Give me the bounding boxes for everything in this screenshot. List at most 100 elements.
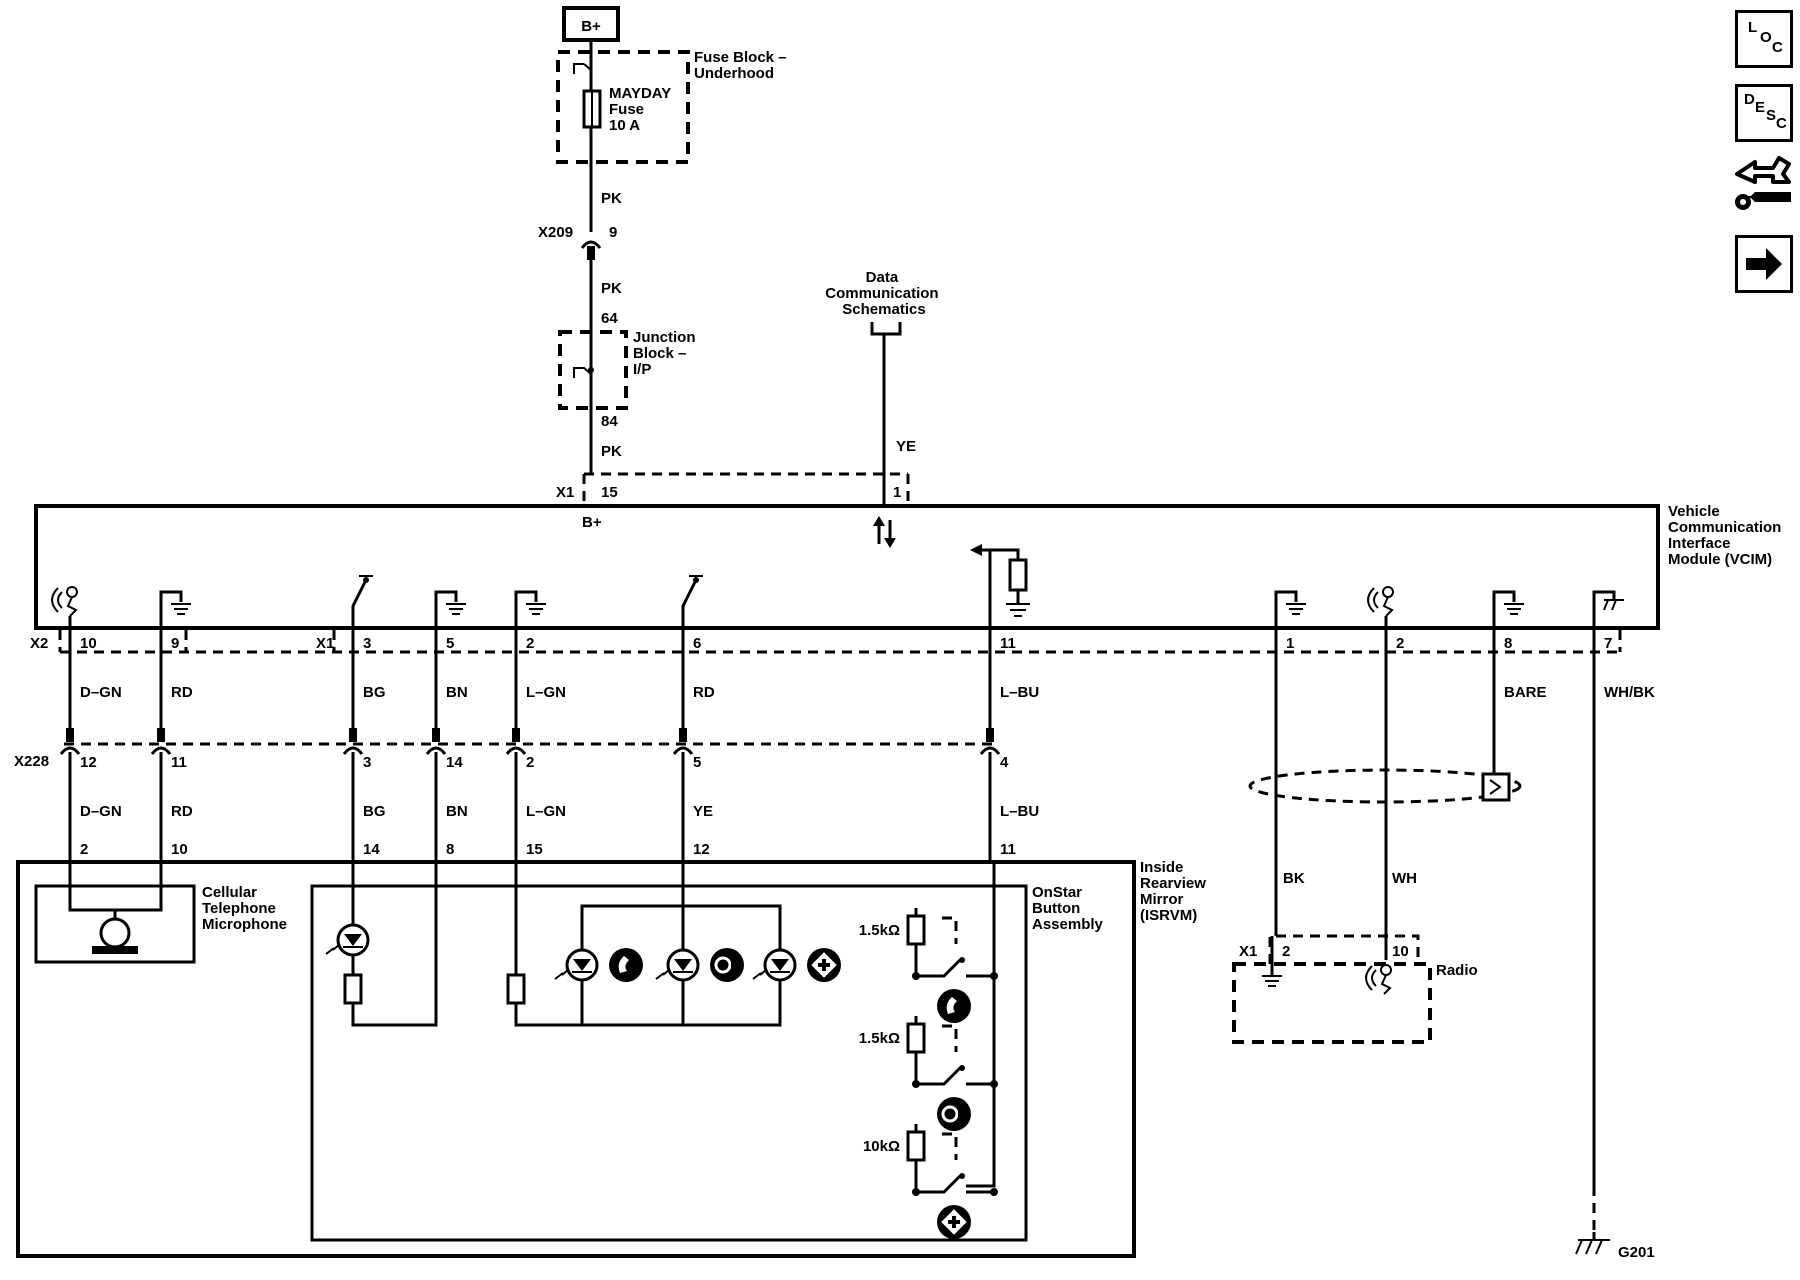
isrvm-label: Inside Rearview Mirror (ISRVM): [1140, 859, 1210, 924]
data-communication-label: Data Communication Schematics: [825, 269, 943, 318]
resistor-value-label: 1.5kΩ: [859, 1030, 900, 1047]
onstar-button-icon: [710, 948, 744, 982]
chassis-ground-icon: [1575, 1239, 1610, 1255]
pin-label: 10: [171, 841, 188, 858]
pin-label: 2: [526, 754, 534, 771]
wire-color-pk: PK: [601, 280, 622, 297]
description-button[interactable]: D E S C: [1735, 84, 1793, 142]
wire-color-label: WH/BK: [1604, 684, 1655, 701]
loc-letter-c: C: [1772, 39, 1783, 56]
phone-button-icon: [609, 948, 643, 982]
wire-color-label: D–GN: [80, 684, 122, 701]
pin-label: 10: [80, 635, 97, 652]
wire-color-pk: PK: [601, 443, 622, 460]
ground-icon: [526, 603, 546, 615]
pin-label: 2: [1396, 635, 1404, 652]
junction-block-label: Junction Block – I/P: [633, 329, 700, 378]
connector-x1-label: X1: [556, 484, 574, 501]
pin-label: 15: [526, 841, 543, 858]
resistor-value-label: 1.5kΩ: [859, 922, 900, 939]
pin-label: 2: [526, 635, 534, 652]
onstar-button-icon: [937, 1097, 971, 1131]
pin-label: 2: [80, 841, 88, 858]
next-page-button[interactable]: [1735, 235, 1793, 293]
wire-color-label: BG: [363, 684, 386, 701]
wire-color-label: L–BU: [1000, 803, 1039, 820]
wire-color-label: BG: [363, 803, 386, 820]
resistor: [906, 1130, 926, 1162]
pin-label: 9: [171, 635, 179, 652]
connector-socket: [505, 746, 527, 755]
microphone-label: Cellular Telephone Microphone: [202, 884, 287, 933]
wrench-arrows-icon: [1735, 156, 1791, 210]
connector-pin: [432, 728, 440, 742]
onstar-button-assembly: [310, 884, 1028, 1242]
connector-pin: [349, 728, 357, 742]
chassis-ground-icon: [1603, 599, 1624, 611]
led-icon: [325, 923, 370, 957]
phone-button-icon: [937, 989, 971, 1023]
wire-color-label: BARE: [1504, 684, 1547, 701]
desc-letter-d: D: [1744, 91, 1755, 108]
connector-x209-label: X209: [538, 224, 573, 241]
resistor: [906, 914, 926, 946]
wire-color-label: RD: [171, 803, 193, 820]
wire-color-label: YE: [693, 803, 713, 820]
pin-label: 10: [1392, 943, 1409, 960]
connector-pin: [157, 728, 165, 742]
connector-socket: [979, 746, 1001, 755]
pullup-arrow-icon: [970, 544, 982, 556]
pin-label: 11: [1000, 635, 1016, 652]
connector-socket: [59, 746, 81, 755]
pin-label: 14: [363, 841, 380, 858]
repair-tools-button[interactable]: [1733, 152, 1795, 218]
location-button[interactable]: L O C: [1735, 10, 1793, 68]
pin-label: 7: [1604, 635, 1612, 652]
vcim-module: [34, 504, 1660, 630]
desc-letter-s: S: [1766, 107, 1777, 124]
pin-label: 11: [1000, 841, 1016, 858]
radio-label: Radio: [1436, 962, 1478, 979]
wire-run: 1: [1274, 628, 1294, 936]
wire-color-label: RD: [693, 684, 715, 701]
emergency-button-icon: [807, 948, 841, 982]
ground-icon: [1286, 603, 1306, 615]
fuse-block-underhood: [556, 50, 690, 164]
connector-x1-bottom-label: X1: [316, 635, 334, 652]
onstar-label: OnStar Button Assembly: [1032, 884, 1104, 933]
pin-label: 64: [601, 310, 618, 327]
pin-label: 3: [363, 635, 371, 652]
button-switch: 10kΩ: [863, 1124, 998, 1239]
pin-label: 11: [171, 754, 187, 771]
data-bus-arrows-icon: [873, 516, 896, 548]
audio-signal-icon: [1367, 586, 1394, 617]
shielded-twisted-pair: [1248, 768, 1522, 804]
emergency-button-icon: [937, 1205, 971, 1239]
pin-label: 12: [80, 754, 97, 771]
pin-label: 12: [693, 841, 710, 858]
pin-label: 4: [1000, 754, 1009, 771]
cellular-microphone: [34, 884, 196, 964]
connector-pin: [986, 728, 994, 742]
wire-run: 2: [1384, 628, 1404, 936]
led-icon: [752, 948, 797, 982]
pin-label: 84: [601, 413, 618, 430]
ground-icon: [446, 603, 466, 615]
pin-label: 15: [601, 484, 618, 501]
pin-label: 2: [1282, 943, 1290, 960]
connector-socket: [425, 746, 447, 755]
wire-run: 7WH/BK: [1592, 628, 1655, 1186]
isrvm-module: [16, 860, 1136, 1258]
wire-color-ye: YE: [896, 438, 916, 455]
wire-color-label: L–BU: [1000, 684, 1039, 701]
wire-color-wh: WH: [1392, 870, 1417, 887]
resistor-value-label: 10kΩ: [863, 1138, 900, 1155]
ground-icon: [1262, 975, 1282, 987]
